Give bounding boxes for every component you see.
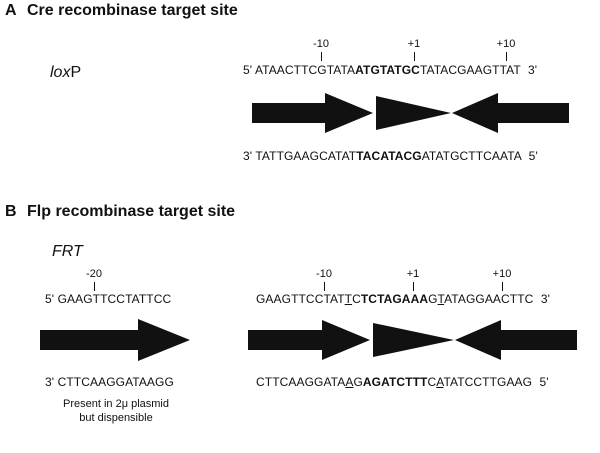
loxp-top-seq-right: TATACGAAGTTAT	[419, 63, 521, 77]
frt-position-plus1: +1	[406, 268, 420, 280]
frt-top-seq-2: C	[352, 292, 361, 306]
loxp-bottom-seq-spacer: TACATACG	[356, 149, 422, 163]
loxp-top-seq-left: ATAACTTCGTATA	[254, 63, 356, 77]
frt-bottom-seq-5: A	[436, 375, 444, 389]
section-a-heading: A Cre recombinase target site	[5, 2, 238, 20]
frt-right-arrow	[455, 320, 577, 360]
loxp-top-strand: 5' ATAACTTCGTATAATGTATGCTATACGAAGTTAT 3'	[243, 63, 537, 77]
frt-top-strand: GAAGTTCCTATTCTCTAGAAAGTATAGGAACTTC 3'	[256, 292, 550, 306]
loxp-bottom-strand: 3' TATTGAAGCATATTACATACGATATGCTTCAATA 5'	[243, 149, 538, 163]
frt-bottom-seq-4: C	[427, 375, 437, 389]
section-a-title: Cre recombinase target site	[27, 2, 238, 19]
frt-bottom-seq-1: A	[345, 375, 354, 389]
frt-left-top-strand: 5' GAAGTTCCTATTCC	[45, 292, 171, 306]
frt-left-bottom-seq: CTTCAAGGATAAGG	[57, 375, 174, 389]
frt-tick-plus10	[502, 282, 503, 291]
loxp-right-arrow	[452, 93, 569, 133]
loxp-left-arrow	[252, 93, 373, 133]
loxp-top-seq-spacer: ATGTATGC	[355, 63, 420, 77]
frt-top-seq-spacer: TCTAGAAA	[360, 292, 429, 306]
frt-top-seq-4: G	[428, 292, 438, 306]
frt-bottom-seq-2: G	[353, 375, 363, 389]
frt-bottom-seq-6: TATCCTTGAAG	[443, 375, 533, 389]
frt-left-dispensable-arrow	[40, 319, 190, 361]
loxp-site-name-italic: lox	[50, 64, 71, 81]
loxp-top-three-prime: 3'	[528, 63, 538, 77]
frt-top-three-prime: 3'	[540, 292, 551, 306]
section-a-letter: A	[5, 2, 17, 19]
loxp-tick-minus10	[321, 52, 322, 61]
section-b-heading: B Flp recombinase target site	[5, 203, 235, 221]
loxp-bottom-seq-left: TATTGAAGCATAT	[255, 149, 357, 163]
frt-left-bottom-three-prime: 3'	[45, 375, 55, 389]
frt-position-plus10: +10	[492, 268, 512, 280]
frt-tick-plus1	[413, 282, 414, 291]
frt-bottom-five-prime: 5'	[539, 375, 549, 389]
frt-spacer-triangle	[373, 323, 454, 357]
frt-note: Present in 2μ plasmid but dispensible	[48, 397, 184, 425]
loxp-site-name: loxP	[50, 64, 81, 82]
frt-left-top-seq: GAAGTTCCTATTCC	[57, 292, 172, 306]
loxp-position-plus1: +1	[407, 38, 421, 50]
frt-bottom-strand: CTTCAAGGATAAGAGATCTTTCATATCCTTGAAG 5'	[256, 375, 549, 389]
frt-top-seq-6: ATAGGAACTTC	[444, 292, 534, 306]
loxp-spacer-triangle	[376, 96, 451, 130]
frt-tick-minus10	[324, 282, 325, 291]
loxp-bottom-seq-right: ATATGCTTCAATA	[421, 149, 522, 163]
loxp-site-name-rest: P	[70, 64, 82, 81]
frt-note-line2: but dispensible	[79, 412, 153, 424]
frt-position-minus10: -10	[316, 268, 332, 280]
loxp-tick-plus1	[414, 52, 415, 61]
loxp-position-plus10: +10	[496, 38, 516, 50]
frt-tick-minus20	[94, 282, 95, 291]
loxp-top-five-prime: 5'	[243, 63, 253, 77]
frt-top-seq-1: T	[344, 292, 353, 306]
frt-bottom-seq-spacer: AGATCTTT	[362, 375, 428, 389]
frt-top-seq-0: GAAGTTCCTAT	[256, 292, 345, 306]
frt-position-minus20: -20	[86, 268, 102, 280]
frt-left-arrow	[248, 320, 370, 360]
loxp-bottom-five-prime: 5'	[528, 149, 538, 163]
frt-note-line1: Present in 2μ plasmid	[63, 398, 169, 410]
section-b-letter: B	[5, 203, 17, 220]
frt-left-top-five-prime: 5'	[45, 292, 55, 306]
section-b-title: Flp recombinase target site	[27, 203, 236, 220]
frt-site-name: FRT	[52, 243, 83, 260]
frt-left-bottom-strand: 3' CTTCAAGGATAAGG	[45, 375, 174, 389]
loxp-bottom-three-prime: 3'	[243, 149, 253, 163]
frt-bottom-seq-0: CTTCAAGGATA	[256, 375, 346, 389]
frt-top-seq-5: T	[437, 292, 445, 306]
loxp-position-minus10: -10	[313, 38, 329, 50]
loxp-tick-plus10	[506, 52, 507, 61]
